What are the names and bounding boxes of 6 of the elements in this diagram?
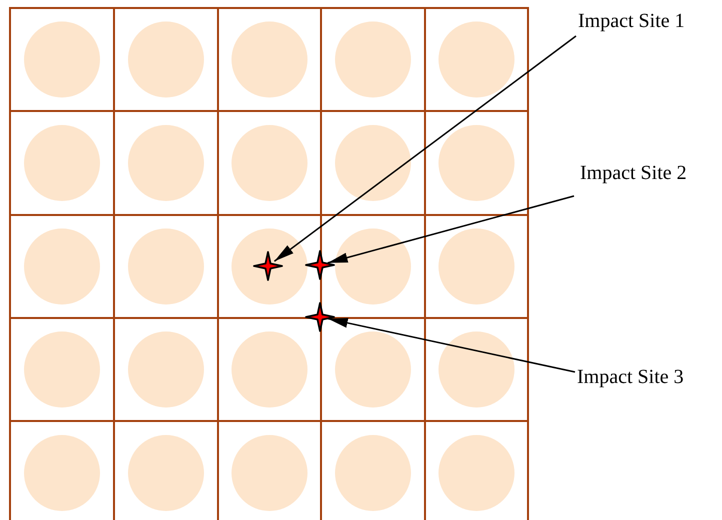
site-label: Impact Site 2 (580, 160, 687, 186)
leader-arrow (274, 35, 576, 262)
leader-arrow (328, 318, 576, 373)
site-label: Impact Site 3 (577, 364, 684, 390)
leader-arrow (328, 195, 574, 264)
site-label: Impact Site 1 (578, 8, 685, 34)
